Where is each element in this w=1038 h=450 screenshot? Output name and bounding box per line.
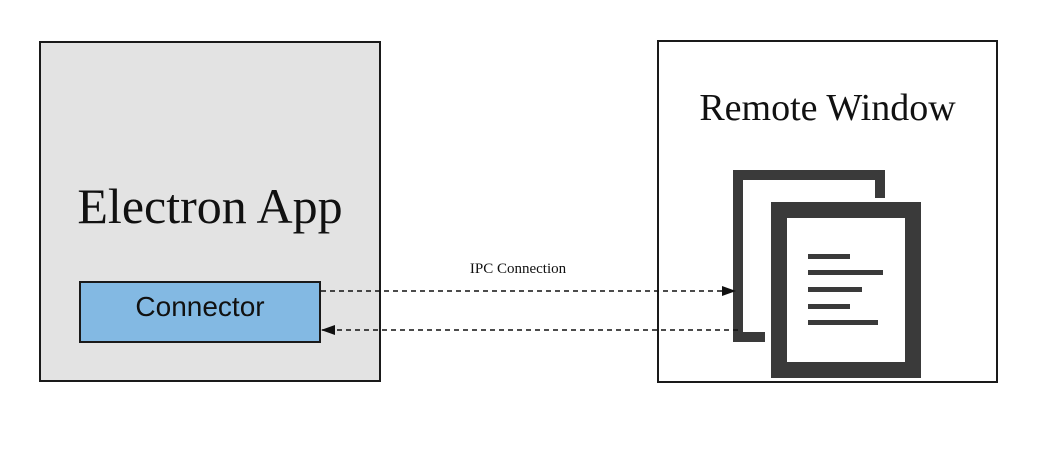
connector-label: Connector	[135, 291, 265, 322]
doc-line-3	[808, 287, 862, 292]
doc-line-2	[808, 270, 883, 275]
remote-window-label: Remote Window	[699, 87, 956, 129]
front-document-shape	[771, 202, 921, 378]
ipc-connection-label: IPC Connection	[469, 261, 567, 277]
connector-node: Connector	[79, 281, 321, 343]
doc-line-4	[808, 304, 850, 309]
documents-icon	[733, 170, 923, 380]
doc-line-5	[808, 320, 878, 325]
electron-app-label: Electron App	[77, 178, 343, 234]
doc-line-1	[808, 254, 850, 259]
